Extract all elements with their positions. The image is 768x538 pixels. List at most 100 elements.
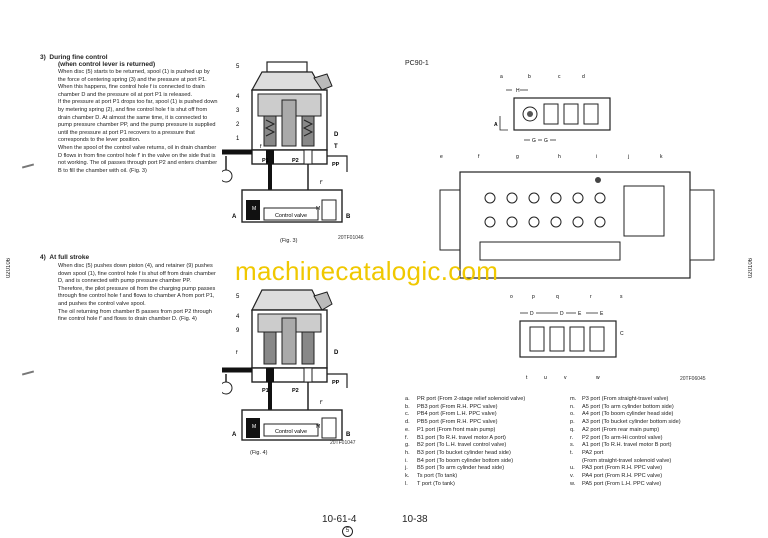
port-letter: p xyxy=(532,294,535,300)
port-letter: i xyxy=(596,154,597,160)
legend-item: g.B2 port (To L.H. travel control valve) xyxy=(405,442,507,449)
section-3-para: When disc (5) starts to be returned, spo… xyxy=(58,69,210,83)
port-letter: u xyxy=(544,375,547,381)
fig4-label: PP xyxy=(332,380,340,386)
legend-item: l.T port (To tank) xyxy=(405,480,455,487)
fig4-label: M xyxy=(252,424,256,430)
fig3-label: 4 xyxy=(236,94,240,100)
fig3-label: 1 xyxy=(236,136,240,142)
section-label: D xyxy=(530,311,534,317)
section-3-para: If the pressure at port P1 drops too far… xyxy=(58,99,218,144)
legend-item: p.A3 port (To bucket cylinder bottom sid… xyxy=(570,419,681,426)
section-label: C xyxy=(620,331,624,337)
section-3-para: When the spool of the control valve retu… xyxy=(58,144,218,174)
legend-item: k.Ts port (To tank) xyxy=(405,473,458,480)
fig3-label: T xyxy=(334,144,338,150)
section-4-para: When disc (5) pushes down piston (4), an… xyxy=(58,263,216,307)
fig3-control-valve-label: Control valve xyxy=(275,213,307,219)
valve-front-view: e f g h i j k o p q r s xyxy=(439,154,715,300)
page-number-right: 10-38 xyxy=(402,514,428,525)
fig3-diagram: Control valve 5 4 3 2 1 f D T P1 P2 PP A… xyxy=(222,61,351,223)
fig3-label: 2 xyxy=(236,122,240,128)
section-3-heading: During fine control xyxy=(49,54,108,61)
legend-item: (From straight-travel solenoid valve) xyxy=(582,457,672,464)
port-letter: s xyxy=(620,294,623,300)
legend-item: t.PA2 port xyxy=(570,449,604,456)
port-letter: o xyxy=(510,294,513,300)
fig4-label: f xyxy=(236,350,238,356)
section-label: H xyxy=(516,88,520,94)
section-label: E xyxy=(578,311,582,317)
section-4: 4) At full stroke When disc (5) pushes d… xyxy=(40,254,218,324)
fig3-label: f xyxy=(260,144,262,150)
port-letter: j xyxy=(627,154,629,160)
legend-item: d.PB5 port (From R.H. PPC valve) xyxy=(405,419,498,426)
legend-item: v.PA4 port (From R.H. PPC valve) xyxy=(570,473,663,480)
model-title: PC90-1 xyxy=(405,60,429,67)
legend-item: o.A4 port (To boom cylinder head side) xyxy=(570,411,674,418)
port-letter: k xyxy=(660,154,663,160)
port-letter: t xyxy=(526,375,528,381)
section-label: D xyxy=(560,311,564,317)
legend-item: w.PA5 port (From L.H. PPC valve) xyxy=(570,480,662,487)
port-letter: f xyxy=(478,154,480,160)
fig4-label: 9 xyxy=(236,328,240,334)
fig3-label: M xyxy=(252,206,256,212)
section-label: A xyxy=(494,122,498,128)
legend-item: f.B1 port (To R.H. travel motor A port) xyxy=(405,434,506,441)
fig4-label: M xyxy=(316,424,320,430)
section-label: G xyxy=(532,138,536,144)
fig4-label: 4 xyxy=(236,314,240,320)
fig4-label: P1 xyxy=(262,388,269,394)
fig3-label: B xyxy=(346,214,351,220)
fig4-label: 5 xyxy=(236,294,240,300)
section-4-para: The oil returning from chamber B passes … xyxy=(58,308,212,323)
fig3-label: PP xyxy=(332,162,340,168)
legend-item: h.B3 port (To bucket cylinder head side) xyxy=(405,449,511,456)
fig4-control-valve-label: Control valve xyxy=(275,429,307,435)
fig4-caption: (Fig. 4) xyxy=(250,450,268,456)
margin-mark xyxy=(21,370,35,376)
port-letter: c xyxy=(558,74,561,80)
section-label: G xyxy=(544,138,548,144)
legend-item: m.P3 port (From straight-travel valve) xyxy=(570,396,669,402)
watermark: machinecatalogic.com xyxy=(235,256,499,286)
fig4-label: f' xyxy=(320,400,323,406)
fig3-label: A xyxy=(232,214,237,220)
legend-item: n.A5 port (To arm cylinder bottom side) xyxy=(570,403,674,410)
valve-top-view: a b c d H A G G xyxy=(494,74,611,144)
section-label: E xyxy=(600,311,604,317)
legend-left: a.PR port (From 2-stage relief solenoid … xyxy=(405,396,525,488)
legend-item: a.PR port (From 2-stage relief solenoid … xyxy=(405,396,526,402)
legend-item: e.P1 port (From front main pump) xyxy=(405,426,496,433)
legend-item: b.PB3 port (From R.H. PPC valve) xyxy=(405,403,498,410)
fig4-code: 20TF01047 xyxy=(330,440,356,446)
port-letter: q xyxy=(556,294,559,300)
fig3-label: D xyxy=(334,132,339,138)
section-3: 3) During fine control (when control lev… xyxy=(40,54,218,175)
section-4-heading: At full stroke xyxy=(49,254,90,261)
fig4-diagram: Control valve 5 4 9 f D P1 P2 PP A M M B… xyxy=(222,289,351,441)
fig3-code: 20TF01046 xyxy=(338,235,364,241)
fig3-caption: (Fig. 3) xyxy=(280,238,298,244)
section-3-subheading: (when control lever is returned) xyxy=(58,61,156,68)
legend-item: q.A2 port (From rear main pump) xyxy=(570,426,660,433)
page-number-left-sub: 5 xyxy=(342,526,353,537)
margin-mark xyxy=(21,163,35,169)
port-letter: b xyxy=(528,74,531,80)
port-letter: w xyxy=(596,375,600,381)
section-3-para: When this happens, fine control hole f i… xyxy=(58,84,205,98)
legend-item: c.PB4 port (From L.H. PPC valve) xyxy=(405,411,497,418)
legend-item: u.PA3 port (From R.H. PPC valve) xyxy=(570,465,663,472)
port-letter: a xyxy=(500,74,503,80)
legend-item: r.P2 port (To arm-Hi control valve) xyxy=(570,434,663,441)
fig4-label: B xyxy=(346,432,351,438)
legend-item: i.B4 port (To boom cylinder bottom side) xyxy=(405,457,514,464)
fig3-label: 5 xyxy=(236,64,240,70)
fig4-label: P2 xyxy=(292,388,299,394)
legend-item: j.B5 port (To arm cylinder head side) xyxy=(405,465,505,472)
fig3-label: P1 xyxy=(262,158,269,164)
port-letter: g xyxy=(516,154,519,160)
side-code-right: 020106 xyxy=(748,258,754,279)
fig4-label: A xyxy=(232,432,237,438)
